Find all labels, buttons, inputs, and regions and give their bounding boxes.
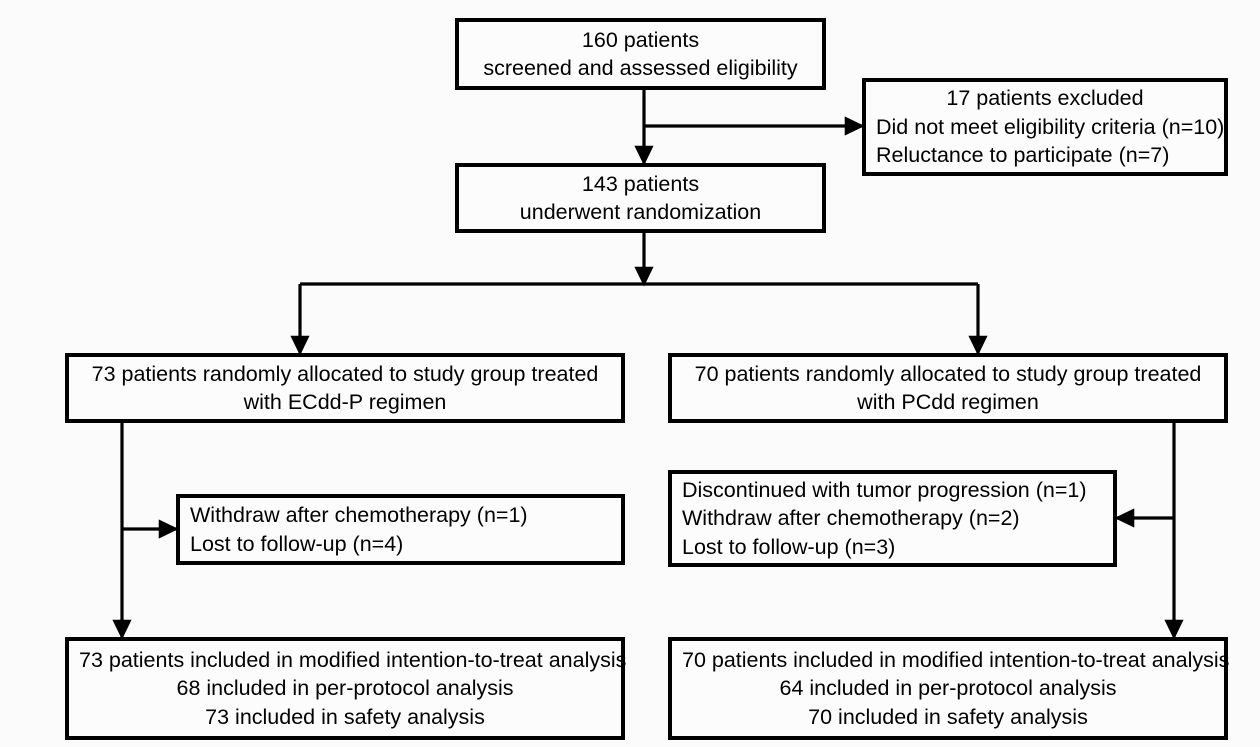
screened-box-line: 160 patients — [581, 27, 700, 52]
excluded-box-line: Did not meet eligibility criteria (n=10) — [876, 114, 1225, 139]
analysis-box-ecdd-p-line: 68 included in per-protocol analysis — [176, 676, 514, 701]
excluded-box-line: Reluctance to participate (n=7) — [876, 143, 1170, 168]
excluded-box-line: 17 patients excluded — [946, 86, 1144, 111]
dropout-box-ecdd-p-line: Withdraw after chemotherapy (n=1) — [190, 503, 528, 528]
randomized-box: 143 patients underwent randomization — [455, 163, 826, 233]
randomized-box-line: 143 patients — [581, 171, 700, 196]
analysis-box-pcdd: 70 patients included in modified intenti… — [668, 637, 1230, 740]
allocation-box-pcdd-line: 70 patients randomly allocated to study … — [694, 361, 1202, 386]
screened-box-line: screened and assessed eligibility — [483, 56, 798, 80]
dropout-box-ecdd-p-line: Lost to follow-up (n=4) — [190, 531, 404, 556]
analysis-box-ecdd-p-line: 73 patients included in modified intenti… — [79, 647, 627, 672]
analysis-box-pcdd-line: 70 patients included in modified intenti… — [682, 647, 1230, 672]
randomized-box-line: underwent randomization — [519, 200, 762, 224]
dropout-box-pcdd-line: Withdraw after chemotherapy (n=2) — [682, 506, 1020, 531]
analysis-box-pcdd-line: 70 included in safety analysis — [808, 704, 1088, 729]
allocation-box-ecdd-p-line: with ECdd-P regimen — [243, 390, 447, 414]
analysis-box-ecdd-p-line: 73 included in safety analysis — [205, 704, 485, 729]
dropout-box-ecdd-p: Withdraw after chemotherapy (n=1) Lost to… — [176, 494, 625, 565]
dropout-box-pcdd-line: Lost to follow-up (n=3) — [682, 534, 896, 559]
allocation-box-ecdd-p: 73 patients randomly allocated to study … — [65, 353, 625, 423]
screened-box: 160 patients screened and assessed eligib… — [455, 18, 826, 90]
allocation-box-pcdd: 70 patients randomly allocated to study … — [668, 353, 1228, 423]
allocation-box-pcdd-line: with PCdd regimen — [857, 390, 1039, 414]
analysis-box-pcdd-line: 64 included in per-protocol analysis — [779, 676, 1117, 701]
allocation-box-ecdd-p-line: 73 patients randomly allocated to study … — [91, 361, 599, 386]
dropout-box-pcdd: Discontinued with tumor progression (n=1… — [668, 470, 1117, 567]
dropout-box-pcdd-line: Discontinued with tumor progression (n=1… — [682, 477, 1087, 502]
analysis-box-ecdd-p: 73 patients included in modified intenti… — [65, 637, 627, 740]
